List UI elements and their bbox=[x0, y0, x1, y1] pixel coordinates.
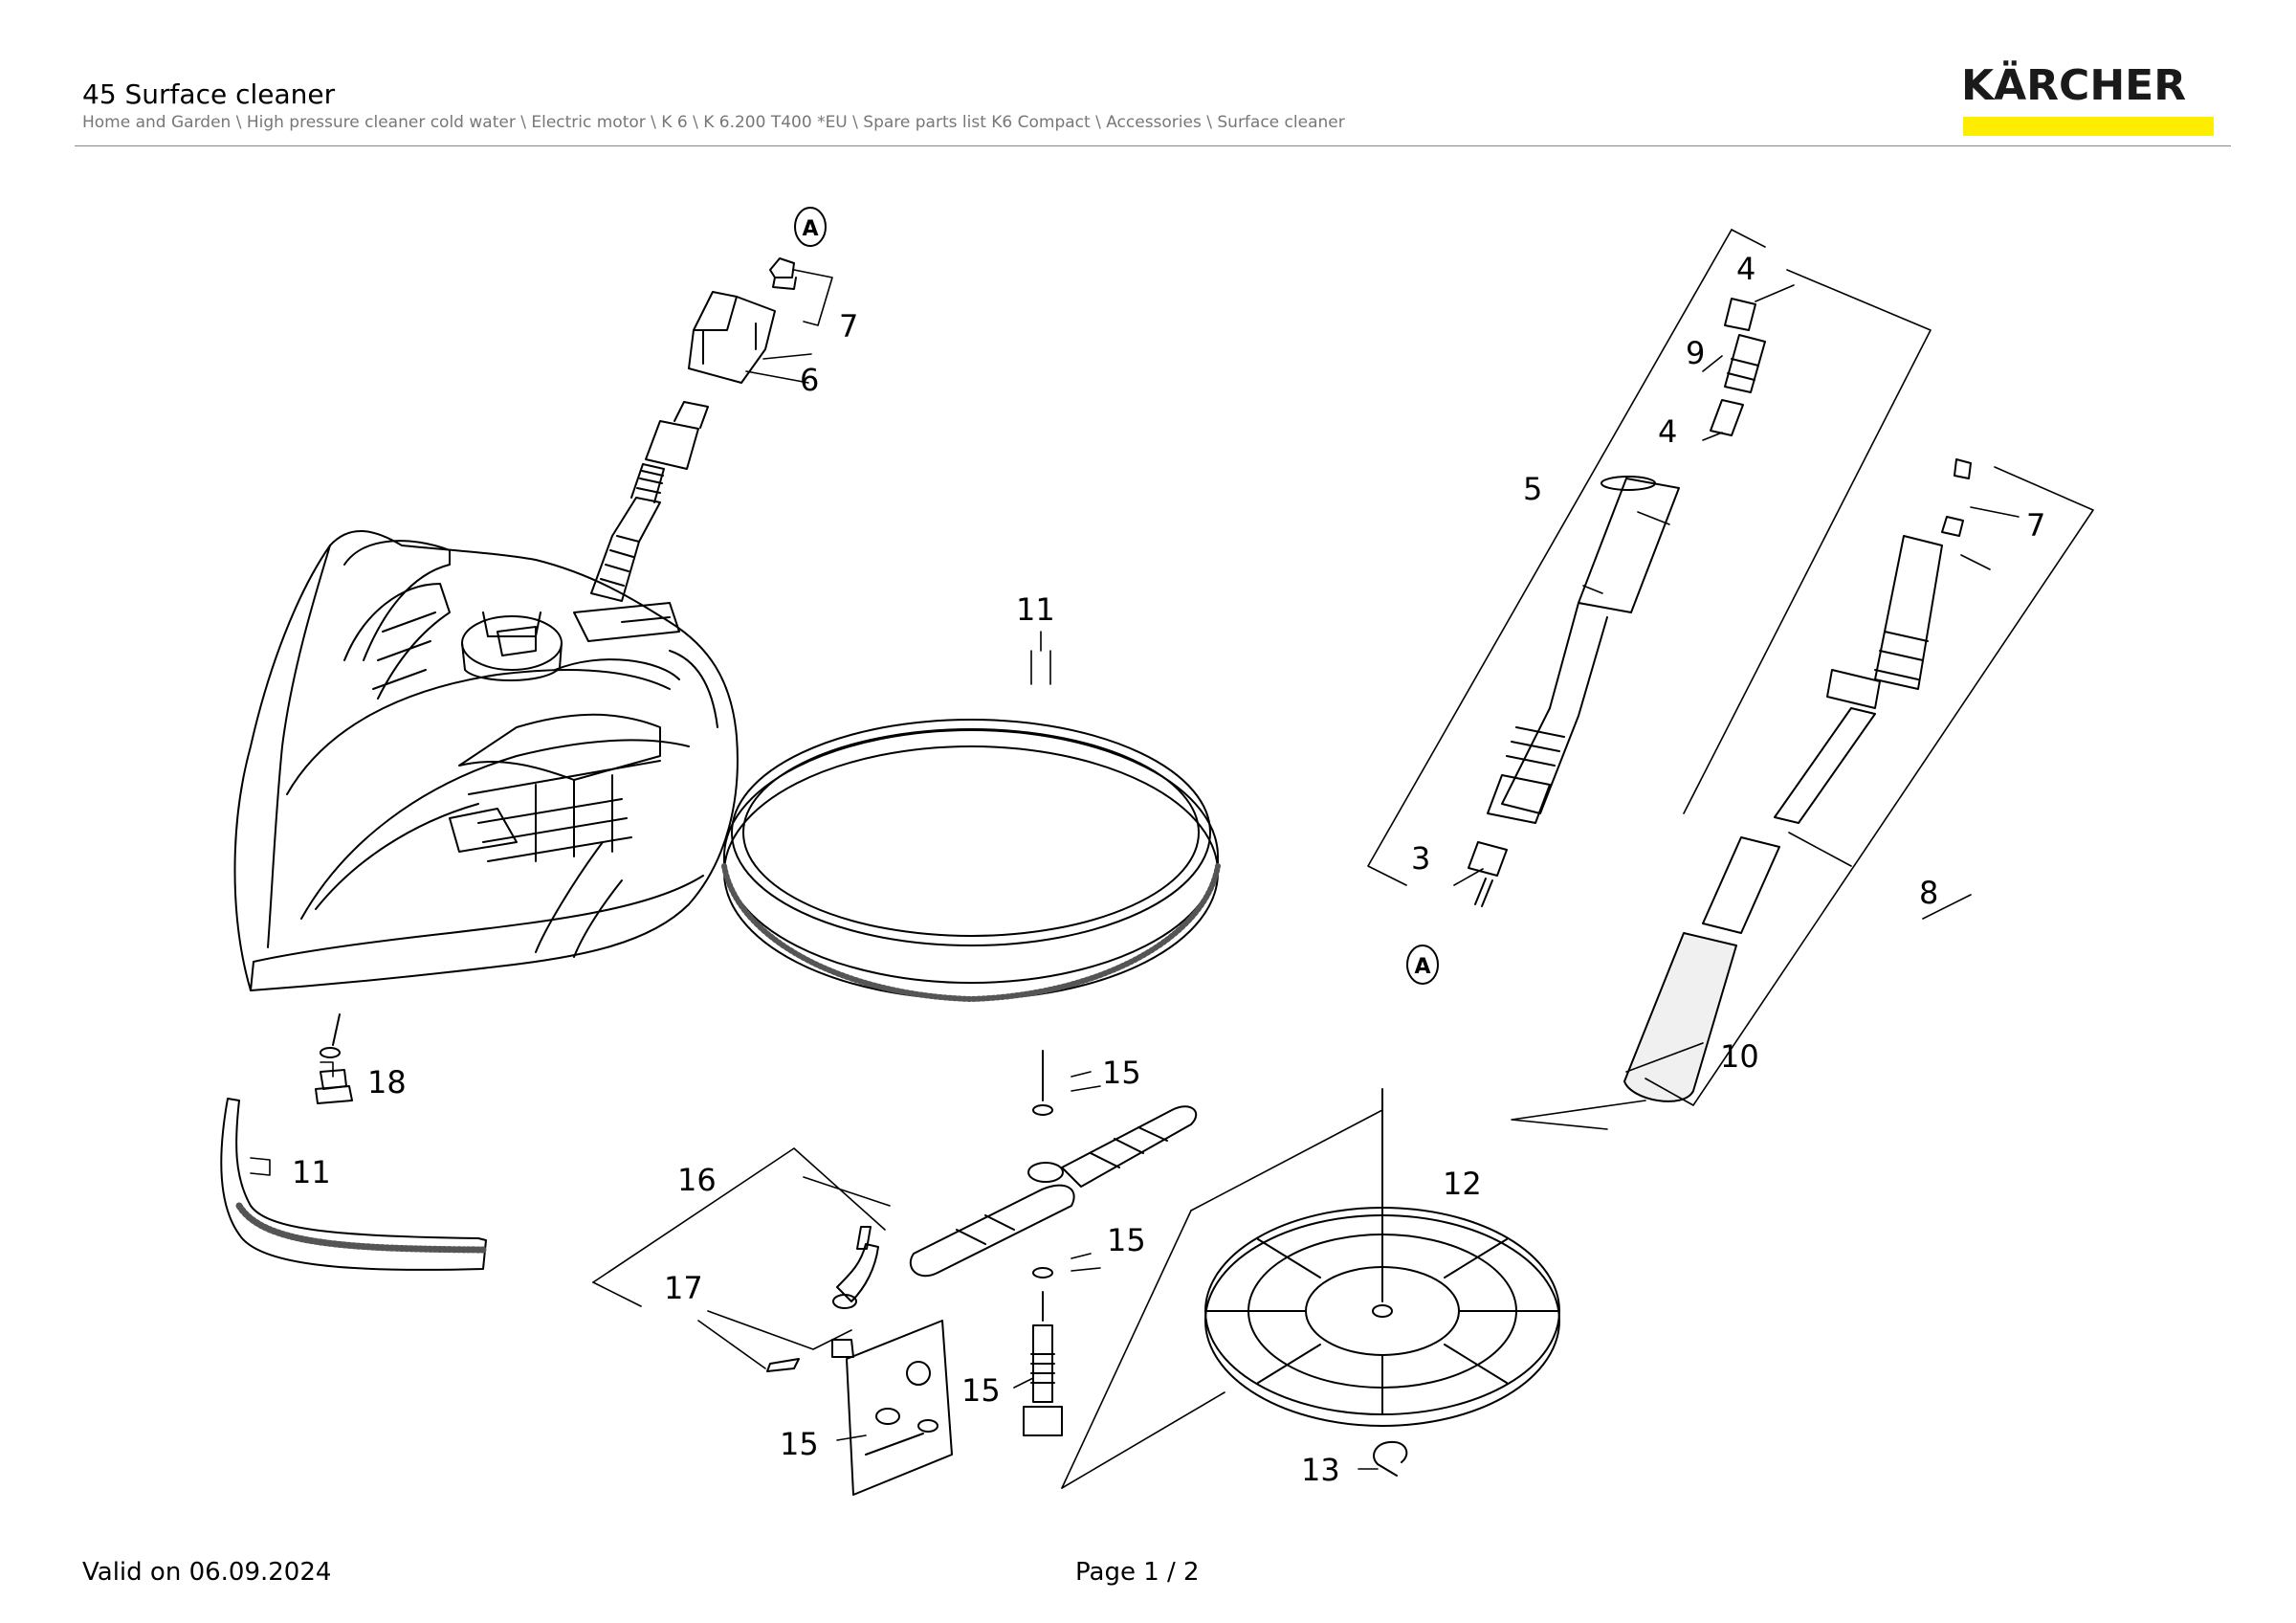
part-number-10: 10 bbox=[1720, 1038, 1759, 1075]
breadcrumb: Home and Garden \ High pressure cleaner … bbox=[82, 113, 1345, 132]
part-number-7a: 7 bbox=[839, 308, 858, 345]
rotor-arm-drawing bbox=[909, 1050, 1198, 1278]
logo-wordmark: KÄRCHER bbox=[1961, 61, 2187, 110]
bracket-lines bbox=[250, 229, 2094, 1489]
callout-a-top-label: A bbox=[802, 217, 818, 241]
part-number-18: 18 bbox=[367, 1064, 407, 1101]
part-number-15-top: 15 bbox=[1102, 1055, 1141, 1091]
valve-drawing bbox=[315, 1013, 353, 1104]
part-number-4-top: 4 bbox=[1736, 251, 1755, 287]
callout-a-bottom-label: A bbox=[1414, 955, 1430, 979]
part-number-5: 5 bbox=[1523, 471, 1542, 507]
plate-drawing bbox=[1204, 1088, 1560, 1427]
clip-drawing bbox=[1373, 1440, 1408, 1477]
part-number-15-shaft: 15 bbox=[961, 1372, 1001, 1409]
part-number-13: 13 bbox=[1301, 1452, 1340, 1488]
lance-left-drawing bbox=[1468, 298, 1766, 907]
part-number-3: 3 bbox=[1411, 840, 1430, 877]
shaft-drawing bbox=[1023, 1291, 1063, 1436]
page-indicator: Page 1 / 2 bbox=[1075, 1558, 1200, 1587]
nozzle-pieces-drawing bbox=[766, 1226, 879, 1372]
housing-drawing bbox=[233, 530, 739, 991]
part-number-17: 17 bbox=[664, 1270, 703, 1306]
callout-a-top: A bbox=[794, 207, 827, 247]
kit-card-drawing bbox=[846, 1320, 953, 1496]
part-number-8: 8 bbox=[1919, 875, 1938, 911]
brush-strip-drawing bbox=[220, 1098, 487, 1271]
part-number-9: 9 bbox=[1686, 335, 1705, 371]
part-number-11-strip: 11 bbox=[292, 1154, 331, 1190]
part-number-15-kit: 15 bbox=[780, 1426, 819, 1462]
part-number-16: 16 bbox=[677, 1162, 717, 1198]
connector-drawing bbox=[590, 257, 797, 602]
part-number-11-ring: 11 bbox=[1016, 591, 1055, 628]
valid-date: Valid on 06.09.2024 bbox=[82, 1558, 332, 1587]
part-number-12: 12 bbox=[1443, 1166, 1482, 1202]
part-number-7b: 7 bbox=[2026, 507, 2045, 544]
part-number-6: 6 bbox=[800, 362, 819, 398]
page-title: 45 Surface cleaner bbox=[82, 78, 336, 110]
callout-a-bottom: A bbox=[1406, 945, 1439, 985]
lance-right-drawing bbox=[1623, 458, 1972, 1102]
part-number-4-mid: 4 bbox=[1658, 413, 1677, 450]
header-divider bbox=[75, 145, 2231, 146]
karcher-logo: KÄRCHER bbox=[1961, 65, 2214, 136]
logo-yellow-bar bbox=[1963, 117, 2214, 136]
brush-ring-drawing bbox=[721, 719, 1221, 1002]
part-number-15-mid: 15 bbox=[1107, 1222, 1146, 1258]
